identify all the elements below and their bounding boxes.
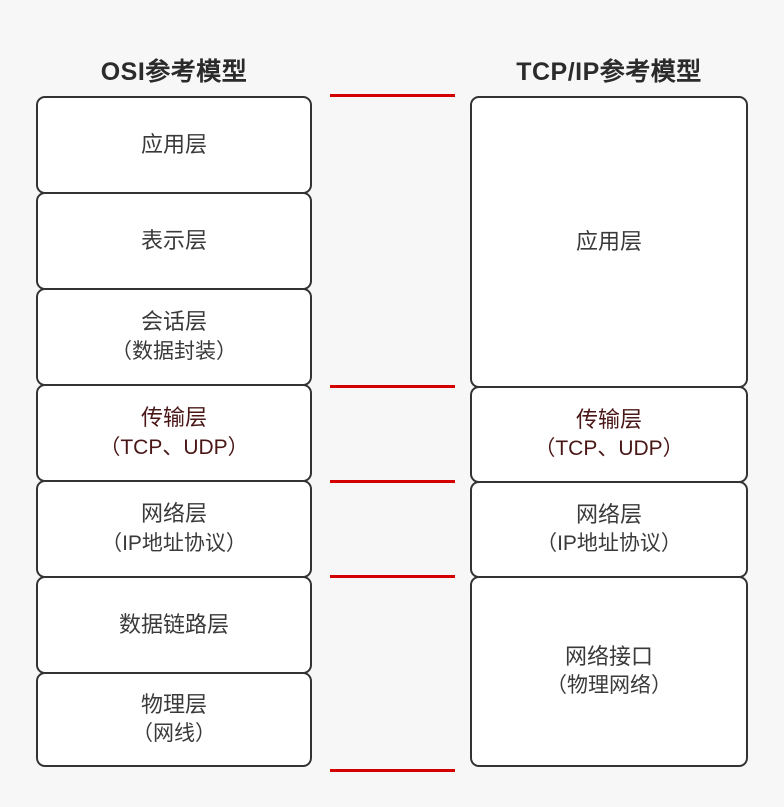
- layer-subtitle: （TCP、UDP）: [534, 437, 684, 461]
- osi-layer-box-session[interactable]: 会话层 （数据封装）: [36, 288, 312, 386]
- layer-name: 传输层: [575, 406, 642, 432]
- osi-layer-box-physical[interactable]: 物理层 （网线）: [36, 672, 312, 767]
- layer-subtitle: （IP地址协议）: [536, 532, 682, 556]
- osi-layer-box-application[interactable]: 应用层: [36, 96, 312, 194]
- connector-line-bottom: [330, 769, 455, 772]
- osi-layer-box-network[interactable]: 网络层 （IP地址协议）: [36, 480, 312, 578]
- layer-name: 物理层: [140, 691, 207, 717]
- connector-line-network-interface: [330, 575, 455, 578]
- layer-name: 会话层: [140, 309, 207, 335]
- layer-name: 表示层: [140, 227, 207, 253]
- tcpip-layer-stack: 应用层 传输层 （TCP、UDP） 网络层 （IP地址协议） 网络接口 （物理网…: [470, 96, 748, 767]
- layer-subtitle: （物理网络）: [546, 674, 672, 698]
- tcpip-column-title: TCP/IP参考模型: [516, 58, 702, 86]
- connector-line-application-transport: [330, 385, 455, 388]
- osi-layer-box-presentation[interactable]: 表示层: [36, 192, 312, 290]
- tcpip-layer-box-network[interactable]: 网络层 （IP地址协议）: [470, 481, 748, 578]
- connector-line-top: [330, 94, 455, 97]
- layer-name: 传输层: [140, 405, 207, 431]
- layer-subtitle: （IP地址协议）: [101, 531, 247, 555]
- tcpip-layer-box-application[interactable]: 应用层: [470, 96, 748, 388]
- layer-name: 数据链路层: [118, 611, 229, 637]
- layer-name: 网络层: [575, 501, 642, 527]
- layer-name: 应用层: [140, 131, 207, 157]
- layer-name: 网络接口: [564, 643, 653, 669]
- layer-subtitle: （数据封装）: [111, 339, 237, 363]
- layer-name: 应用层: [575, 228, 642, 254]
- layer-subtitle: （TCP、UDP）: [99, 435, 249, 459]
- osi-layer-box-transport[interactable]: 传输层 （TCP、UDP）: [36, 384, 312, 482]
- tcpip-layer-box-network-interface[interactable]: 网络接口 （物理网络）: [470, 576, 748, 767]
- osi-layer-box-data-link[interactable]: 数据链路层: [36, 576, 312, 674]
- layer-name: 网络层: [140, 501, 207, 527]
- tcpip-layer-box-transport[interactable]: 传输层 （TCP、UDP）: [470, 386, 748, 483]
- layer-subtitle: （网线）: [132, 722, 216, 746]
- connector-line-transport-network: [330, 480, 455, 483]
- osi-column-title: OSI参考模型: [100, 58, 248, 86]
- osi-layer-stack: 应用层 表示层 会话层 （数据封装） 传输层 （TCP、UDP） 网络层 （IP…: [36, 96, 312, 767]
